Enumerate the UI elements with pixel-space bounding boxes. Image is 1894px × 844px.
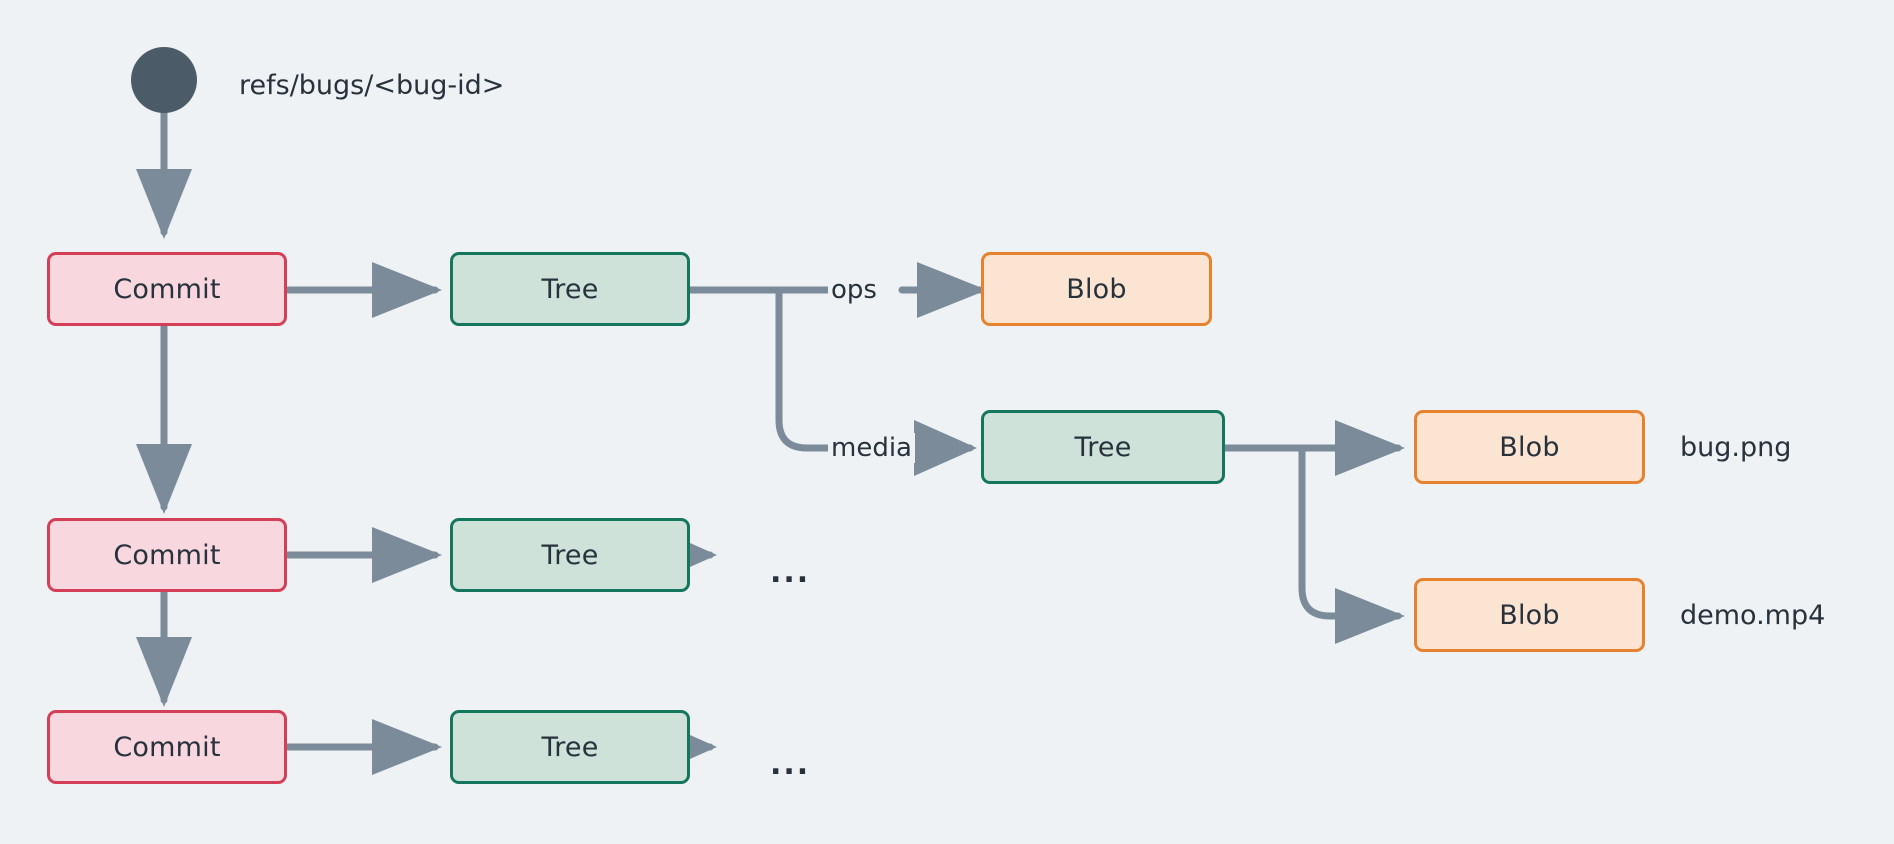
node-tree-media-label: Tree bbox=[1074, 431, 1132, 463]
node-tree-2-label: Tree bbox=[541, 539, 599, 571]
node-tree-1-label: Tree bbox=[541, 273, 599, 305]
node-blob-png-label: Blob bbox=[1499, 431, 1560, 463]
file-label-bug-png: bug.png bbox=[1680, 432, 1792, 463]
node-tree-1[interactable]: Tree bbox=[450, 252, 690, 326]
node-blob-ops[interactable]: Blob bbox=[981, 252, 1212, 326]
ellipsis-row-3: ... bbox=[770, 747, 811, 782]
node-blob-mp4[interactable]: Blob bbox=[1414, 578, 1645, 652]
edge-label-ops: ops bbox=[828, 275, 880, 305]
ref-label: refs/bugs/<bug-id> bbox=[239, 70, 505, 101]
node-commit-2-label: Commit bbox=[113, 539, 221, 571]
ref-start-node[interactable] bbox=[131, 47, 197, 113]
node-blob-mp4-label: Blob bbox=[1499, 599, 1560, 631]
node-commit-1[interactable]: Commit bbox=[47, 252, 287, 326]
node-blob-ops-label: Blob bbox=[1066, 273, 1127, 305]
edge-tree1-split-down bbox=[775, 286, 832, 452]
file-label-demo-mp4: demo.mp4 bbox=[1680, 600, 1826, 631]
node-tree-3[interactable]: Tree bbox=[450, 710, 690, 784]
node-commit-3-label: Commit bbox=[113, 731, 221, 763]
node-blob-png[interactable]: Blob bbox=[1414, 410, 1645, 484]
node-commit-2[interactable]: Commit bbox=[47, 518, 287, 592]
edge-label-media: media bbox=[828, 433, 915, 463]
node-commit-1-label: Commit bbox=[113, 273, 221, 305]
node-commit-3[interactable]: Commit bbox=[47, 710, 287, 784]
ellipsis-row-2: ... bbox=[770, 555, 811, 590]
node-tree-media[interactable]: Tree bbox=[981, 410, 1225, 484]
node-tree-3-label: Tree bbox=[541, 731, 599, 763]
node-tree-2[interactable]: Tree bbox=[450, 518, 690, 592]
edge-mediatree-to-blob-mp4 bbox=[1298, 444, 1405, 644]
